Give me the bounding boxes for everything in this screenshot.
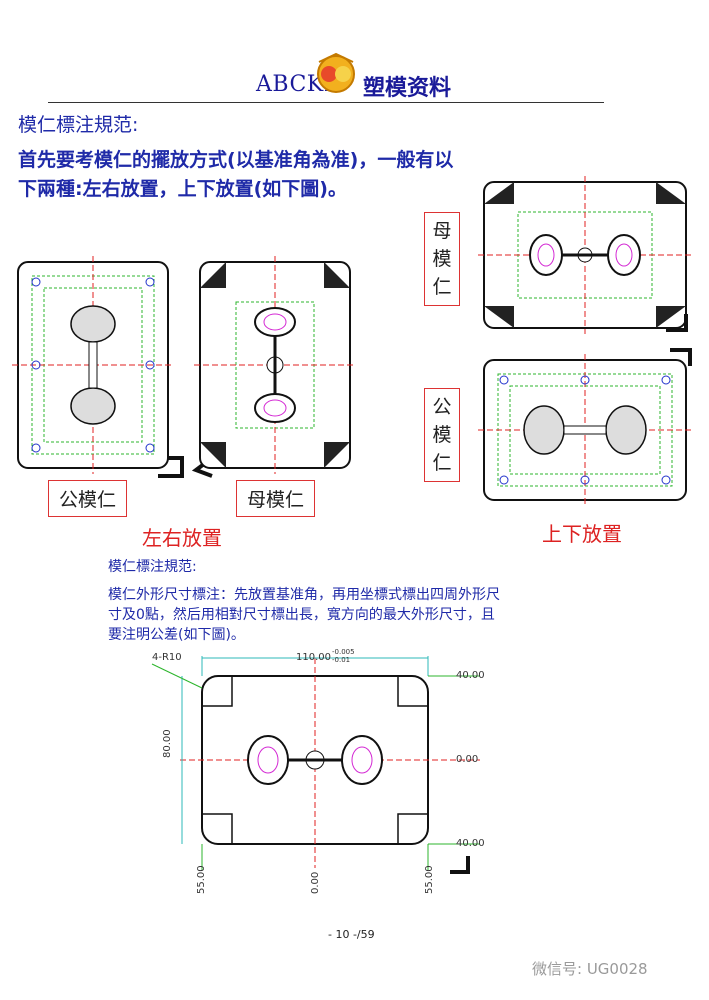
female-insert-label-right: 母模仁	[424, 212, 460, 306]
caption-left-right: 左右放置	[142, 526, 222, 550]
female-insert-label-left: 母模仁	[236, 480, 316, 517]
width-tolerance-lower: -0.01	[332, 656, 351, 664]
y-coordinate-top: 40.00	[456, 670, 485, 681]
male-insert-label-left: 公模仁	[48, 480, 128, 517]
mold-layout-diagrams	[12, 176, 692, 506]
width-dimension: 110.00	[296, 652, 331, 663]
radius-note: 4-R10	[152, 652, 182, 663]
right-female-mold-drawing	[478, 176, 692, 334]
logo-icon	[317, 52, 355, 93]
datum-corner-icon	[450, 856, 470, 874]
header-title: 塑模资料	[363, 75, 452, 101]
right-male-mold-drawing	[478, 354, 692, 506]
subsection-paragraph: 模仁外形尺寸標注：先放置基准角，再用坐標式標出四周外形尺寸及0點，然后用相對尺寸…	[108, 587, 500, 643]
page-number: - 10 -/59	[328, 928, 375, 941]
section-title: 模仁標注規范:	[18, 114, 139, 136]
y-coordinate-bottom: 40.00	[456, 838, 485, 849]
width-tolerance-upper: -0.005	[332, 648, 355, 656]
x-coordinate-mid: 0.00	[310, 871, 321, 894]
male-insert-label-right: 公模仁	[424, 388, 460, 482]
y-coordinate-mid: 0.00	[456, 754, 479, 765]
height-dimension: 80.00	[162, 729, 173, 758]
x-coordinate-right: 55.00	[424, 865, 435, 894]
section-paragraph: 首先要考模仁的擺放方式(以基准角為准)，一般有以下兩種:左右放置，上下放置(如下…	[18, 149, 454, 200]
wechat-watermark: 微信号: UG0028	[532, 960, 648, 978]
caption-top-bottom: 上下放置	[542, 522, 622, 546]
header-divider	[48, 102, 604, 103]
left-male-mold-drawing	[12, 256, 174, 474]
dimension-drawing	[151, 656, 480, 870]
left-female-mold-drawing	[194, 256, 356, 474]
subsection-title: 模仁標注規范:	[108, 559, 197, 575]
x-coordinate-left: 55.00	[196, 865, 207, 894]
